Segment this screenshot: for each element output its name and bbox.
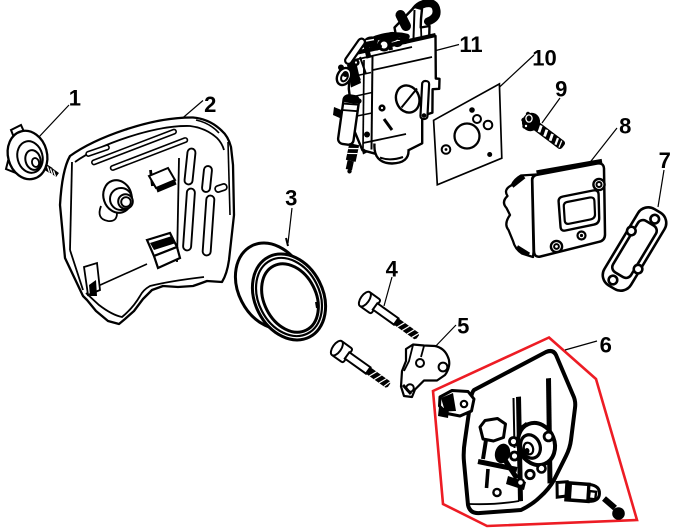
svg-text:11: 11 [459,32,482,57]
svg-text:2: 2 [204,92,216,117]
svg-text:9: 9 [555,77,567,102]
svg-text:3: 3 [285,186,297,211]
svg-text:7: 7 [659,148,671,173]
svg-text:4: 4 [386,256,399,281]
svg-text:6: 6 [600,333,612,358]
svg-text:1: 1 [69,85,81,110]
svg-text:8: 8 [619,113,631,138]
svg-text:10: 10 [532,46,556,71]
svg-text:5: 5 [457,313,469,338]
